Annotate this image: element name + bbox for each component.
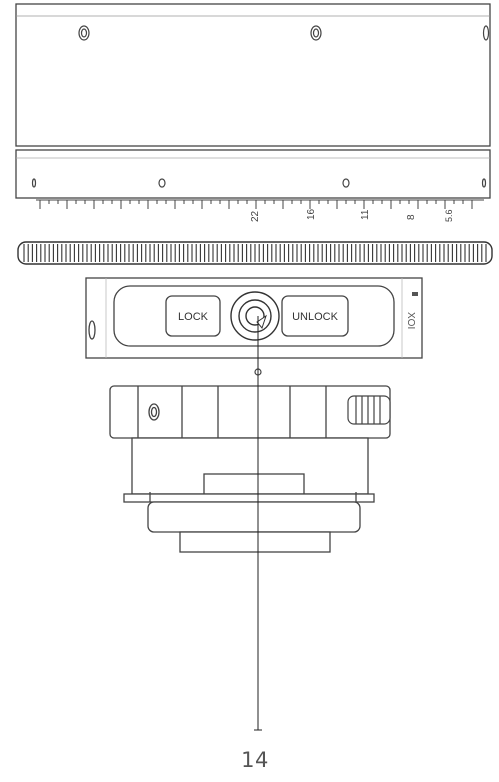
- svg-text:UNLOCK: UNLOCK: [292, 311, 339, 323]
- scale-mark: 5.6: [444, 209, 454, 222]
- aperture-scale: 22 16 11 8 5.6: [36, 199, 484, 222]
- scale-mark: 11: [360, 209, 371, 220]
- knurled-knob-icon: [347, 395, 391, 425]
- lock-knob[interactable]: [230, 291, 280, 341]
- focus-gear-ring: [17, 241, 493, 265]
- unlock-button[interactable]: UNLOCK: [281, 295, 349, 337]
- mounting-screw-icon: [31, 25, 490, 188]
- mount-body: [123, 437, 375, 553]
- side-engraving: XOI: [405, 292, 418, 329]
- svg-text:XOI: XOI: [405, 312, 416, 329]
- callout-leader-line: [254, 316, 262, 731]
- lock-button[interactable]: LOCK: [165, 295, 221, 337]
- scale-mark: 8: [406, 214, 417, 220]
- scale-mark: 22: [250, 210, 261, 222]
- lens-top-body: [15, 3, 491, 199]
- scale-ticks: [39, 200, 473, 209]
- scale-mark: 16: [306, 208, 317, 220]
- callout-number: 14: [241, 748, 269, 772]
- svg-text:LOCK: LOCK: [178, 311, 209, 323]
